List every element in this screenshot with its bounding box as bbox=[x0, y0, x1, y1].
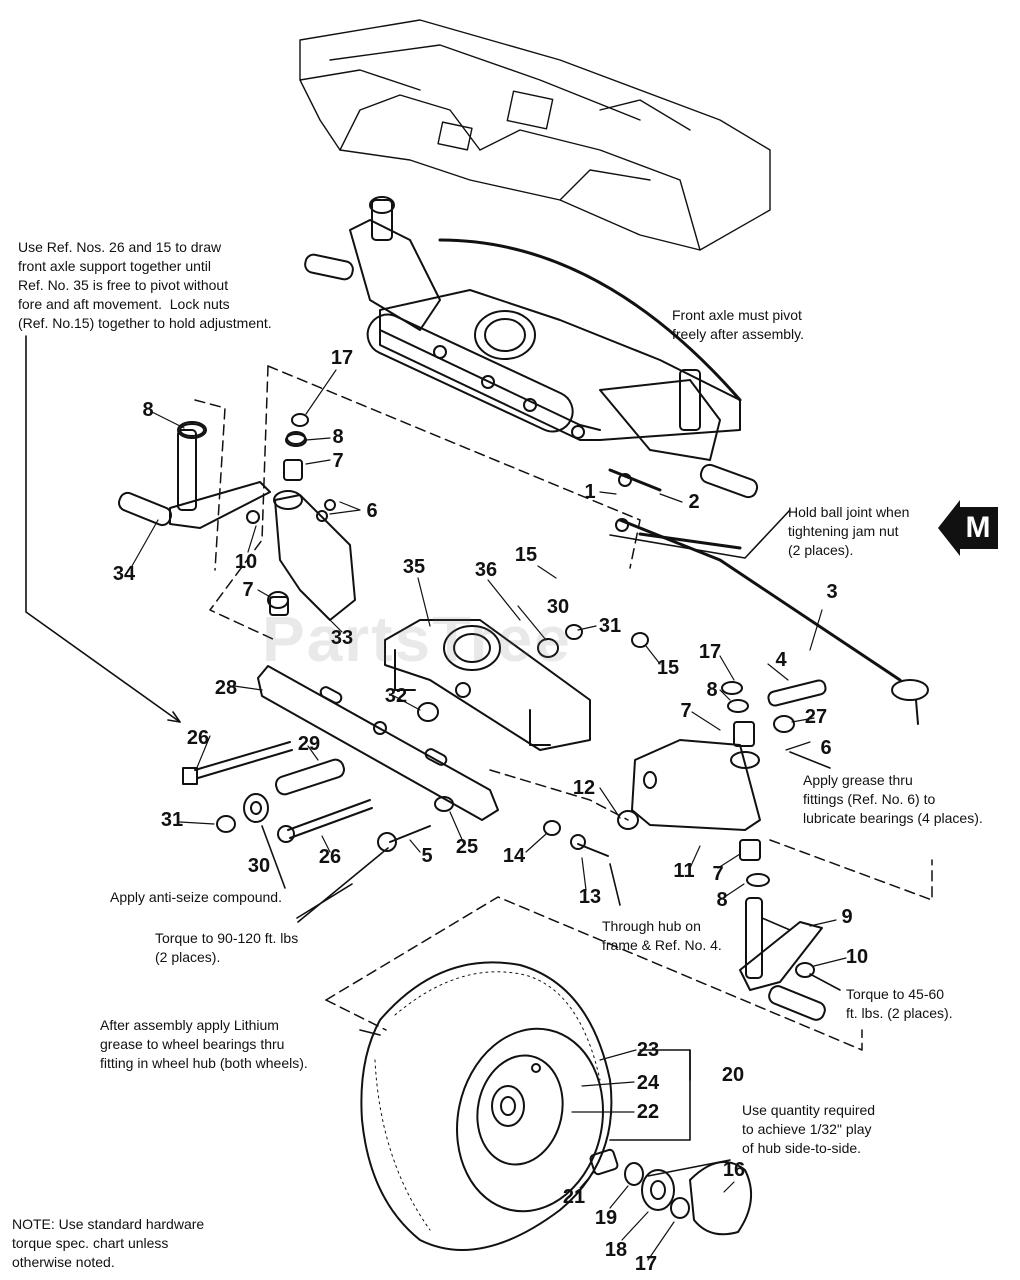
tractor-frame bbox=[299, 19, 771, 251]
callout-2: 2 bbox=[688, 491, 700, 513]
note-leaders bbox=[25, 335, 841, 1177]
callout-5: 5 bbox=[421, 845, 433, 867]
note-lithium: After assembly apply Lithium grease to w… bbox=[100, 1017, 308, 1071]
callout-24: 24 bbox=[636, 1072, 660, 1094]
callout-3: 3 bbox=[826, 581, 838, 603]
callout-1: 1 bbox=[584, 481, 596, 503]
callout-11: 11 bbox=[673, 860, 695, 882]
spindle-left bbox=[118, 421, 271, 529]
callout-15: 15 bbox=[656, 657, 680, 679]
callout-27: 27 bbox=[804, 706, 828, 728]
callout-leaders bbox=[131, 369, 847, 1261]
callout-26: 26 bbox=[318, 846, 342, 868]
section-badge: M bbox=[938, 500, 998, 556]
note-anti-seize: Apply anti-seize compound. bbox=[110, 889, 282, 905]
note-quantity: Use quantity required to achieve 1/32" p… bbox=[742, 1102, 876, 1156]
callout-16: 16 bbox=[722, 1159, 746, 1181]
adjustment-bar bbox=[257, 665, 499, 821]
callout-34: 34 bbox=[112, 563, 136, 585]
callout-21: 21 bbox=[562, 1186, 586, 1208]
callout-19: 19 bbox=[594, 1207, 618, 1229]
watermark: PartsTree bbox=[262, 603, 572, 675]
tie-rods bbox=[608, 468, 929, 725]
callout-7: 7 bbox=[680, 700, 692, 722]
wheel-assembly bbox=[360, 961, 613, 1251]
bolts bbox=[182, 741, 609, 857]
callout-23: 23 bbox=[636, 1039, 660, 1061]
callout-31: 31 bbox=[598, 615, 622, 637]
callout-9: 9 bbox=[841, 906, 853, 928]
note-ball-joint: Hold ball joint when tightening jam nut … bbox=[788, 504, 910, 558]
callout-4: 4 bbox=[775, 649, 787, 671]
callout-17: 17 bbox=[698, 641, 722, 663]
callout-26: 26 bbox=[186, 727, 210, 749]
note-torque-90: Torque to 90-120 ft. lbs (2 places). bbox=[155, 930, 299, 965]
callout-8: 8 bbox=[706, 679, 718, 701]
callout-8: 8 bbox=[332, 426, 344, 448]
callout-8: 8 bbox=[142, 399, 154, 421]
callout-36: 36 bbox=[474, 559, 498, 581]
axle-support-center bbox=[384, 619, 591, 751]
callout-22: 22 bbox=[636, 1101, 660, 1123]
callout-7: 7 bbox=[712, 863, 724, 885]
axle-support-right bbox=[631, 721, 761, 861]
front-axle bbox=[304, 196, 759, 499]
callout-29: 29 bbox=[297, 733, 321, 755]
callout-8: 8 bbox=[716, 889, 728, 911]
callout-31: 31 bbox=[160, 809, 184, 831]
callout-14: 14 bbox=[502, 845, 526, 867]
callout-6: 6 bbox=[820, 737, 832, 759]
callout-10: 10 bbox=[234, 551, 258, 573]
callout-20: 20 bbox=[721, 1064, 745, 1086]
callout-6: 6 bbox=[366, 500, 378, 522]
callout-35: 35 bbox=[402, 556, 426, 578]
callout-12: 12 bbox=[572, 777, 596, 799]
note-torque-45: Torque to 45-60 ft. lbs. (2 places). bbox=[846, 986, 953, 1021]
axle-support-left bbox=[267, 431, 356, 621]
callout-15: 15 bbox=[514, 544, 538, 566]
note-axle-support: Use Ref. Nos. 26 and 15 to draw front ax… bbox=[18, 239, 272, 331]
washers-and-nuts bbox=[179, 413, 815, 978]
callout-10: 10 bbox=[845, 946, 869, 968]
callout-28: 28 bbox=[214, 677, 238, 699]
callout-13: 13 bbox=[578, 886, 602, 908]
spindle-right bbox=[739, 897, 826, 1021]
callout-32: 32 bbox=[384, 685, 408, 707]
note-axle-pivot: Front axle must pivot freely after assem… bbox=[672, 307, 805, 342]
note-grease: Apply grease thru fittings (Ref. No. 6) … bbox=[803, 772, 983, 826]
section-letter: M bbox=[958, 507, 998, 549]
callout-33: 33 bbox=[330, 627, 354, 649]
note-through-hub: Through hub on frame & Ref. No. 4. bbox=[602, 918, 722, 953]
callout-7: 7 bbox=[332, 450, 344, 472]
callout-25: 25 bbox=[455, 836, 479, 858]
assembly-guide-lines bbox=[194, 365, 933, 1051]
callout-17: 17 bbox=[634, 1253, 658, 1275]
note-standard-torque: NOTE: Use standard hardware torque spec.… bbox=[12, 1216, 205, 1270]
arrow-left-icon bbox=[938, 500, 960, 556]
callout-17: 17 bbox=[330, 347, 354, 369]
callout-7: 7 bbox=[242, 579, 254, 601]
callout-18: 18 bbox=[604, 1239, 628, 1261]
callout-30: 30 bbox=[546, 596, 570, 618]
callout-30: 30 bbox=[247, 855, 271, 877]
